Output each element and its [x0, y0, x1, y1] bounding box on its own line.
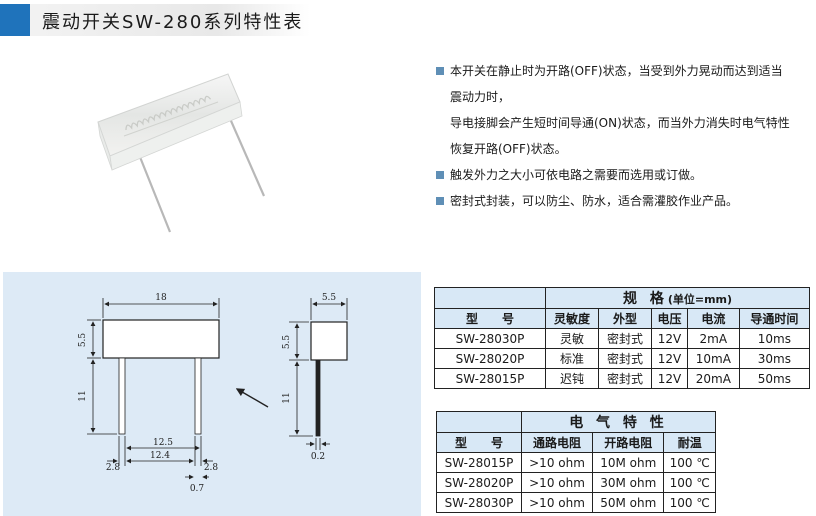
- dim-label: 18: [155, 293, 167, 303]
- spec-cell: 灵敏: [544, 328, 600, 349]
- table-row: SW-28020P >10 ohm 30M ohm 100 ℃: [436, 472, 716, 493]
- elec-cell: 50M ohm: [592, 492, 665, 513]
- feature-item: 本开关在静止时为开路(OFF)状态，当受到外力晃动而达到适当 震动力时， 导电接…: [434, 58, 814, 162]
- elec-cell: 100 ℃: [663, 492, 716, 513]
- elec-cell: >10 ohm: [520, 492, 594, 513]
- spec-table-title: 规 格(单位=mm): [545, 287, 810, 309]
- table-row: SW-28020P 标准 密封式 12V 10mA 30ms: [434, 348, 811, 369]
- table-row: SW-28015P 迟钝 密封式 12V 20mA 50ms: [434, 368, 811, 389]
- spec-header: 导通时间: [738, 308, 811, 329]
- feature-text: 本开关在静止时为开路(OFF)状态，当受到外力晃动而达到适当: [450, 64, 783, 78]
- spec-cell: 密封式: [598, 348, 653, 369]
- spec-header: 电流: [686, 308, 740, 329]
- feature-text: 密封式封装，可以防尘、防水，适合需灌胶作业产品。: [450, 194, 739, 208]
- dim-label: 5.5: [322, 293, 337, 303]
- spec-header: 型 号: [434, 308, 546, 329]
- feature-text: 恢复开路(OFF)状态。: [450, 142, 567, 156]
- spec-header: 电压: [651, 308, 688, 329]
- elec-header: 通路电阻: [520, 432, 594, 453]
- elec-header: 开路电阻: [592, 432, 665, 453]
- dimension-drawing: 18 5.5 11 12.5 12.4 2.8 2.8 0.7 5.5 5.5 …: [78, 293, 348, 494]
- elec-cell: SW-28020P: [436, 472, 522, 493]
- spec-cell: 密封式: [598, 368, 653, 389]
- header-bar: [0, 4, 310, 36]
- spec-cell: 12V: [651, 328, 688, 349]
- spec-cell: 密封式: [598, 328, 653, 349]
- spec-cell: 标准: [544, 348, 600, 369]
- feature-text: 导电接脚会产生短时间导通(ON)状态，而当外力消失时电气特性: [450, 116, 790, 130]
- spec-cell: 10ms: [738, 328, 811, 349]
- spec-table-blank-cell: [434, 287, 546, 309]
- spec-cell: 迟钝: [544, 368, 600, 389]
- dim-label: 0.2: [311, 452, 325, 462]
- elec-cell: >10 ohm: [520, 472, 594, 493]
- table-row: SW-28015P >10 ohm 10M ohm 100 ℃: [436, 452, 716, 473]
- header-accent-square: [0, 4, 30, 36]
- feature-text: 触发外力之大小可依电路之需要而选用或订做。: [450, 168, 703, 182]
- table-row: SW-28030P >10 ohm 50M ohm 100 ℃: [436, 492, 716, 513]
- square-bullet-icon: [436, 67, 444, 75]
- elec-header: 耐温: [663, 432, 716, 453]
- elec-cell: 10M ohm: [592, 452, 665, 473]
- elec-cell: >10 ohm: [520, 452, 594, 473]
- square-bullet-icon: [436, 171, 444, 179]
- elec-table-title: 电 气 特 性: [521, 411, 716, 433]
- spec-cell: 50ms: [738, 368, 811, 389]
- dim-label: 2.8: [204, 463, 219, 473]
- feature-item: 密封式封装，可以防尘、防水，适合需灌胶作业产品。: [434, 188, 814, 214]
- spec-cell: SW-28030P: [434, 328, 546, 349]
- spec-cell: SW-28020P: [434, 348, 546, 369]
- dim-label: 5.5: [282, 335, 292, 350]
- elec-cell: 30M ohm: [592, 472, 665, 493]
- dim-label: 0.7: [190, 484, 205, 494]
- dim-label: 11: [78, 390, 88, 401]
- elec-cell: 100 ℃: [663, 472, 716, 493]
- spec-cell: 12V: [651, 348, 688, 369]
- product-photo: [97, 73, 266, 233]
- spec-cell: 10mA: [686, 348, 740, 369]
- spec-cell: SW-28015P: [434, 368, 546, 389]
- dimension-drawing-panel: 18 5.5 11 12.5 12.4 2.8 2.8 0.7 5.5 5.5 …: [3, 272, 421, 516]
- spec-header: 灵敏度: [544, 308, 600, 329]
- feature-text: 震动力时，: [450, 90, 511, 104]
- dim-label: 5.5: [78, 333, 88, 348]
- elec-table-blank-cell: [436, 411, 522, 433]
- square-bullet-icon: [436, 197, 444, 205]
- table-row: SW-28030P 灵敏 密封式 12V 2mA 10ms: [434, 328, 811, 349]
- elec-cell: SW-28030P: [436, 492, 522, 513]
- spec-header: 外型: [598, 308, 653, 329]
- spec-cell: 12V: [651, 368, 688, 389]
- electrical-table: 电 气 特 性 型 号 通路电阻 开路电阻 耐温 SW-28015P >10 o…: [436, 411, 716, 513]
- elec-header: 型 号: [436, 432, 522, 453]
- elec-cell: SW-28015P: [436, 452, 522, 473]
- spec-cell: 20mA: [686, 368, 740, 389]
- page-title: 震动开关SW-280系列特性表: [42, 12, 304, 33]
- spec-cell: 2mA: [686, 328, 740, 349]
- dim-label: 11: [282, 392, 292, 403]
- spec-table: 规 格(单位=mm) 型 号 灵敏度 外型 电压 电流 导通时间 SW-2803…: [434, 287, 811, 389]
- feature-list: 本开关在静止时为开路(OFF)状态，当受到外力晃动而达到适当 震动力时， 导电接…: [434, 58, 814, 214]
- feature-item: 触发外力之大小可依电路之需要而选用或订做。: [434, 162, 814, 188]
- elec-cell: 100 ℃: [663, 452, 716, 473]
- spec-cell: 30ms: [738, 348, 811, 369]
- dim-label: 2.8: [106, 463, 121, 473]
- dim-label: 12.5: [153, 438, 173, 448]
- dim-label: 12.4: [150, 451, 170, 461]
